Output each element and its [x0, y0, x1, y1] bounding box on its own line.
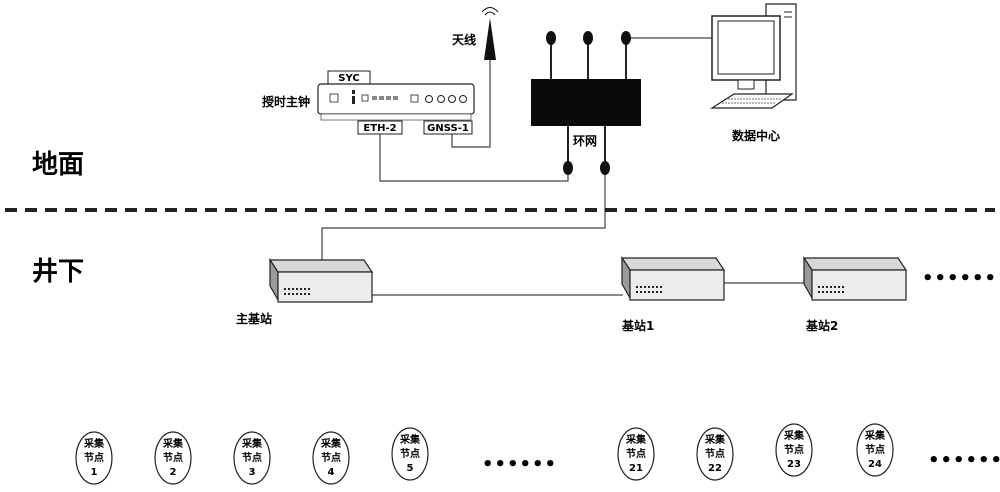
- gnss-label: GNSS-1: [427, 123, 469, 134]
- svg-text:采集: 采集: [399, 433, 421, 446]
- ring-main-station-line: [321, 170, 606, 262]
- svg-text:采集: 采集: [83, 437, 105, 450]
- svg-text:节点: 节点: [865, 443, 885, 456]
- connection-lines: [321, 37, 806, 296]
- svg-text:4: 4: [328, 467, 335, 478]
- ring-port-dot: [563, 161, 573, 175]
- svg-text:采集: 采集: [241, 437, 263, 450]
- stations-ellipsis: ••••••: [922, 268, 997, 289]
- ring-port-dot: [583, 31, 593, 45]
- nodes-ellipsis-middle: ••••••: [482, 454, 557, 475]
- main-station-label: 主基站: [236, 311, 272, 326]
- svg-text:节点: 节点: [84, 451, 104, 464]
- svg-text:采集: 采集: [320, 437, 342, 450]
- svg-text:采集: 采集: [162, 437, 184, 450]
- svg-text:采集: 采集: [783, 429, 805, 442]
- ring-port-dot: [546, 31, 556, 45]
- eth-ring-line: [379, 128, 569, 182]
- master-clock-label: 授时主钟: [262, 94, 310, 109]
- underground-zone-label: 井下: [32, 257, 84, 287]
- collection-node: 采集 节点 5: [391, 427, 429, 481]
- antenna-icon: [481, 7, 499, 60]
- ring-port-dot: [600, 161, 610, 175]
- station-1-label: 基站1: [621, 318, 654, 333]
- ring-port-dot: [621, 31, 631, 45]
- svg-text:节点: 节点: [784, 443, 804, 456]
- collection-node: 采集 节点 24: [856, 423, 894, 477]
- datacenter-label: 数据中心: [732, 128, 780, 143]
- collection-node: 采集 节点 2: [154, 431, 192, 485]
- main-base-station: [268, 258, 374, 303]
- svg-text:节点: 节点: [242, 451, 262, 464]
- svg-text:23: 23: [787, 459, 801, 470]
- svg-text:采集: 采集: [704, 433, 726, 446]
- svg-text:节点: 节点: [626, 447, 646, 460]
- svg-text:采集: 采集: [625, 433, 647, 446]
- svg-text:22: 22: [708, 463, 722, 474]
- svg-text:节点: 节点: [705, 447, 725, 460]
- collection-node: 采集 节点 23: [775, 423, 813, 477]
- svg-text:1: 1: [91, 467, 98, 478]
- base-station-1: [620, 256, 726, 301]
- svg-text:21: 21: [629, 463, 643, 474]
- station-2-label: 基站2: [805, 318, 838, 333]
- svg-text:节点: 节点: [400, 447, 420, 460]
- collection-node: 采集 节点 21: [617, 427, 655, 481]
- collection-node: 采集 节点 4: [312, 431, 350, 485]
- antenna-label: 天线: [452, 32, 476, 47]
- surface-zone-label: 地面: [32, 150, 84, 180]
- syc-label: SYC: [338, 73, 359, 84]
- collection-node: 采集 节点 1: [75, 431, 113, 485]
- svg-text:2: 2: [170, 467, 177, 478]
- svg-text:24: 24: [868, 459, 882, 470]
- master-clock: SYC ETH-2 GNSS-1: [317, 70, 475, 135]
- port-icon: [329, 93, 339, 103]
- ring-switch: [531, 31, 641, 175]
- collection-node: 采集 节点 22: [696, 427, 734, 481]
- svg-text:5: 5: [407, 463, 414, 474]
- nodes-ellipsis-end: ••••••: [928, 450, 1000, 471]
- svg-text:采集: 采集: [864, 429, 886, 442]
- svg-text:节点: 节点: [163, 451, 183, 464]
- eth-label: ETH-2: [363, 123, 396, 134]
- base-station-2: [802, 256, 908, 301]
- ring-label: 环网: [573, 134, 597, 148]
- computer-icon: [709, 3, 797, 109]
- svg-text:节点: 节点: [321, 451, 341, 464]
- collection-node: 采集 节点 3: [233, 431, 271, 485]
- svg-text:3: 3: [249, 467, 256, 478]
